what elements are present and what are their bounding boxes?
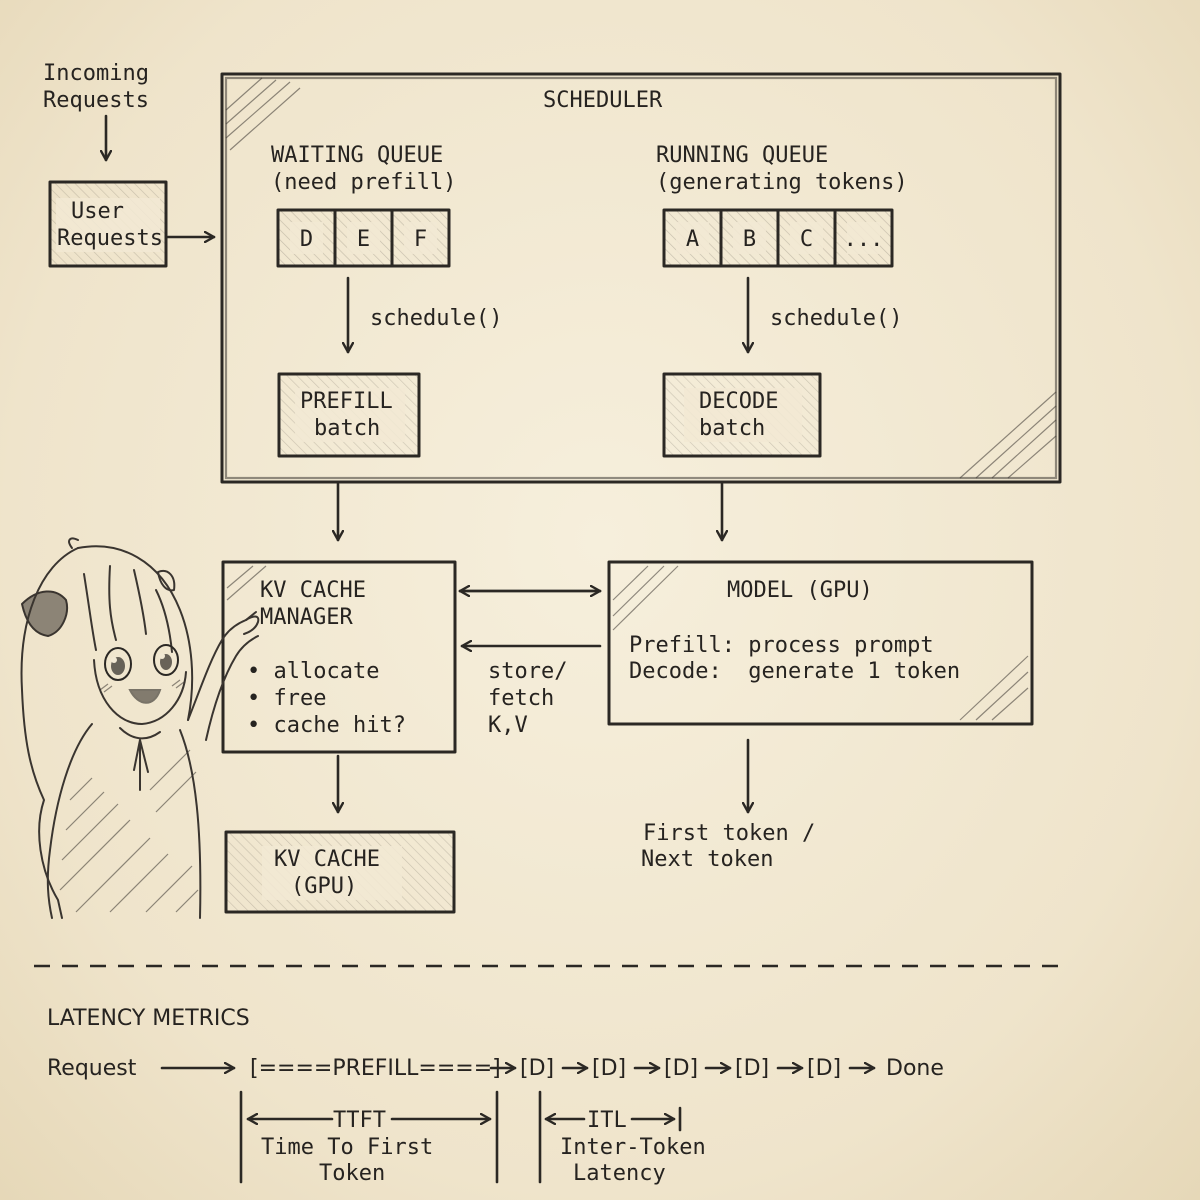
waiting-queue-cell-label: D <box>300 227 313 252</box>
running-queue-cell: ... <box>833 208 894 268</box>
decode-token: [D] <box>807 1056 841 1081</box>
scheduler-title: SCHEDULER <box>543 88 663 113</box>
latency-request-label: Request <box>47 1056 137 1081</box>
running-queue-cell-label: ... <box>844 227 884 252</box>
kv-cache-manager-box: KV CACHE MANAGER • allocate• free• cache… <box>221 560 457 754</box>
svg-text:User: User <box>71 199 124 224</box>
svg-text:Inter-Token: Inter-Token <box>560 1135 706 1160</box>
decode-batch-box: DECODE batch <box>662 372 822 458</box>
svg-text:Token: Token <box>319 1161 385 1186</box>
svg-text:Incoming: Incoming <box>43 61 149 86</box>
svg-text:(GPU): (GPU) <box>291 874 357 899</box>
running-queue-cell: B <box>719 208 780 268</box>
svg-text:Time To First: Time To First <box>261 1135 433 1160</box>
svg-text:Prefill: process prompt: Prefill: process prompt <box>629 633 934 658</box>
ttft-bracket: TTFT Time To First Token <box>239 1090 499 1186</box>
svg-text:(need prefill): (need prefill) <box>271 170 456 195</box>
svg-text:K,V: K,V <box>488 713 528 738</box>
latency-title: LATENCY METRICS <box>47 1006 250 1031</box>
itl-bracket: ITL Inter-Token Latency <box>538 1090 706 1186</box>
waiting-queue-cell-label: F <box>414 227 427 252</box>
svg-text:batch: batch <box>699 416 765 441</box>
scheduler-corner-hatch-br <box>959 391 1057 479</box>
running-queue-cell-label: B <box>743 227 756 252</box>
incoming-requests-label: Incoming Requests <box>43 61 149 113</box>
svg-text:First token /: First token / <box>643 821 815 846</box>
waiting-queue-cell-label: E <box>357 227 370 252</box>
running-queue-cell-label: A <box>686 227 699 252</box>
waiting-queue-cell: D <box>276 208 337 268</box>
output-label: First token / Next token <box>641 821 815 872</box>
user-requests-box: User Requests <box>48 180 168 268</box>
svg-text:ITL: ITL <box>587 1108 627 1133</box>
svg-text:RUNNING QUEUE: RUNNING QUEUE <box>656 143 828 168</box>
svg-text:DECODE: DECODE <box>699 389 778 414</box>
store-fetch-label: store/ fetch K,V <box>488 659 567 738</box>
scheduler-box: SCHEDULER <box>220 72 1062 484</box>
waiting-schedule-label: schedule() <box>370 306 502 331</box>
svg-text:Latency: Latency <box>573 1161 666 1186</box>
latency-done: Done <box>886 1056 944 1081</box>
kv-manager-item: • cache hit? <box>247 713 406 738</box>
svg-text:store/: store/ <box>488 659 567 684</box>
model-gpu-box: MODEL (GPU) Prefill: process prompt Deco… <box>607 560 1034 726</box>
svg-text:Decode: generate 1 token: Decode: generate 1 token <box>629 659 960 684</box>
svg-text:Requests: Requests <box>57 226 163 251</box>
decode-chain: [D] [D] [D] [D] [D] <box>489 1056 876 1081</box>
decode-token: [D] <box>735 1056 769 1081</box>
decode-token: [D] <box>520 1056 554 1081</box>
prefill-batch-box: PREFILL batch <box>277 372 421 458</box>
waiting-queue-cell: F <box>390 208 451 268</box>
decode-token: [D] <box>592 1056 626 1081</box>
svg-text:KV CACHE: KV CACHE <box>274 847 380 872</box>
running-queue: RUNNING QUEUE (generating tokens) A B C... <box>656 143 908 268</box>
svg-text:MANAGER: MANAGER <box>260 605 353 630</box>
kv-manager-item: • allocate <box>247 659 379 684</box>
waiting-queue: WAITING QUEUE (need prefill) D E F <box>271 143 456 268</box>
svg-text:KV CACHE: KV CACHE <box>260 578 366 603</box>
running-queue-cell: C <box>776 208 837 268</box>
prefill-segment: [====PREFILL====] <box>250 1056 501 1081</box>
anime-character-illustration <box>20 537 260 919</box>
waiting-queue-cell: E <box>333 208 394 268</box>
svg-text:MODEL (GPU): MODEL (GPU) <box>727 578 873 603</box>
svg-text:fetch: fetch <box>488 686 554 711</box>
running-queue-cell: A <box>662 208 723 268</box>
running-schedule-label: schedule() <box>770 306 902 331</box>
kv-manager-item: • free <box>247 686 326 711</box>
svg-text:Requests: Requests <box>43 88 149 113</box>
svg-text:batch: batch <box>314 416 380 441</box>
svg-text:Next token: Next token <box>641 847 773 872</box>
svg-text:WAITING QUEUE: WAITING QUEUE <box>271 143 443 168</box>
svg-text:(generating tokens): (generating tokens) <box>656 170 908 195</box>
decode-token: [D] <box>664 1056 698 1081</box>
running-queue-cell-label: C <box>800 227 813 252</box>
kv-cache-gpu-box: KV CACHE (GPU) <box>224 830 456 914</box>
svg-text:TTFT: TTFT <box>333 1108 386 1133</box>
svg-text:PREFILL: PREFILL <box>300 389 393 414</box>
scheduler-corner-hatch-tl <box>225 77 301 151</box>
